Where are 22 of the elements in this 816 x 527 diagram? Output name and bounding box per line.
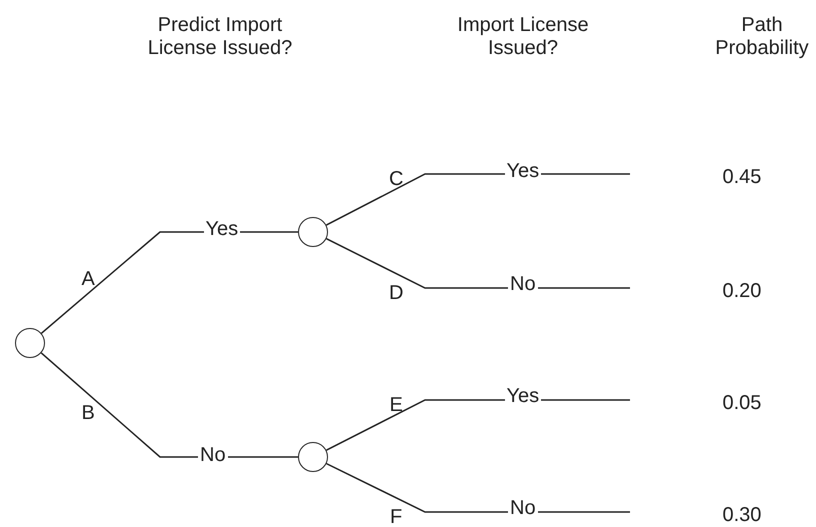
chance-node: [298, 217, 328, 247]
branch-line: [326, 238, 630, 289]
branch-letter: B: [82, 402, 95, 425]
branch-letter: E: [390, 394, 403, 417]
chance-node: [298, 442, 328, 472]
column-heading: Path Probability: [714, 14, 810, 60]
branch-letter: A: [82, 268, 95, 291]
branch-line: [326, 462, 630, 513]
branch-letter: F: [390, 506, 402, 527]
path-probability: 0.30: [722, 504, 762, 527]
path-probability: 0.05: [722, 392, 762, 415]
branch-line: [326, 399, 630, 451]
branch-line: [326, 173, 630, 226]
path-probability: 0.20: [722, 280, 762, 303]
column-heading: Predict Import License Issued?: [146, 14, 294, 60]
column-heading: Import License Issued?: [456, 14, 590, 60]
chance-node: [15, 328, 45, 358]
branch-line: [40, 231, 298, 334]
branch-letter: D: [389, 282, 404, 305]
branch-line: [40, 352, 298, 458]
branch-letter: C: [389, 168, 404, 191]
path-probability: 0.45: [722, 166, 762, 189]
